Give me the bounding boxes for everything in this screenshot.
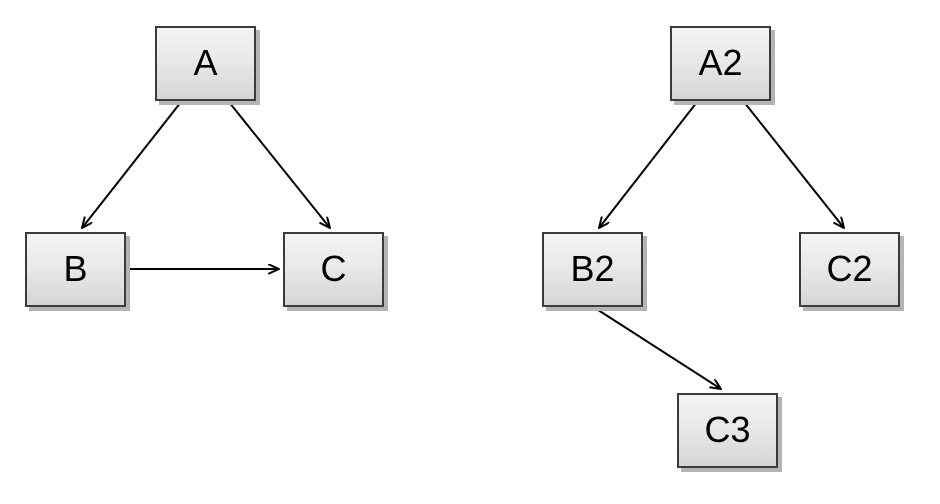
edge-A2-C2 — [743, 101, 844, 228]
node-C[interactable]: C — [283, 232, 384, 307]
edge-A-C — [228, 101, 330, 228]
node-label-A2: A2 — [698, 41, 743, 83]
edge-B2-C3 — [594, 307, 721, 389]
node-label-C2: C2 — [826, 247, 873, 289]
edge-A-B — [82, 101, 182, 228]
node-A2[interactable]: A2 — [670, 26, 771, 101]
node-C3[interactable]: C3 — [677, 393, 778, 468]
node-B2[interactable]: B2 — [542, 232, 643, 307]
node-A[interactable]: A — [155, 26, 256, 101]
edge-A2-B2 — [599, 101, 698, 228]
node-label-C3: C3 — [704, 408, 751, 450]
node-C2[interactable]: C2 — [799, 232, 900, 307]
node-label-B: B — [63, 247, 88, 289]
node-label-A: A — [193, 41, 218, 83]
node-label-C: C — [320, 247, 347, 289]
node-B[interactable]: B — [25, 232, 126, 307]
node-label-B2: B2 — [570, 247, 615, 289]
